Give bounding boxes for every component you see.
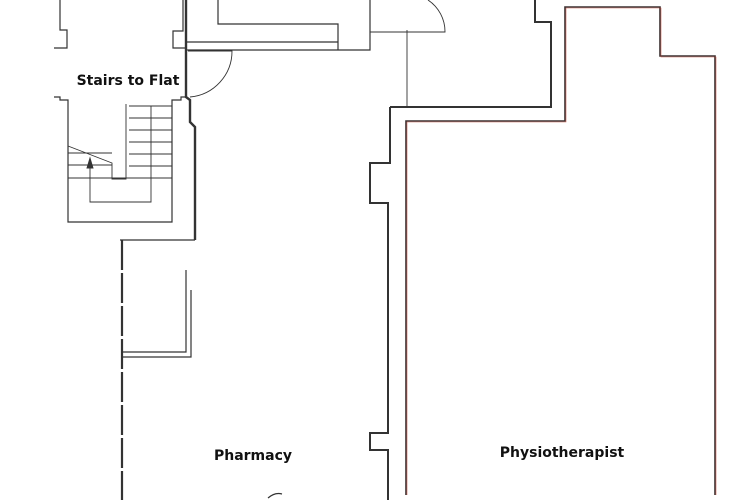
door-swing — [188, 50, 233, 98]
pharmacy-right-wall — [369, 107, 391, 500]
physio-outline-red — [406, 7, 717, 495]
staircase — [67, 104, 172, 203]
door-swing-right — [370, 0, 446, 107]
fixture — [267, 492, 283, 499]
wall-stair-pharmacy — [184, 0, 197, 240]
pharmacy-inner-partition — [123, 270, 192, 358]
room-label-physio: Physiotherapist — [499, 445, 625, 461]
top-box — [217, 0, 339, 50]
room-label-pharmacy: Pharmacy — [213, 448, 293, 464]
back-room-wall — [390, 0, 552, 108]
stair-hall-wall-right — [172, 0, 186, 49]
stair-hall-wall-left — [54, 0, 68, 49]
room-label-stairs: Stairs to Flat — [76, 73, 180, 89]
corridor-wall — [186, 0, 371, 51]
physio-outline — [405, 6, 716, 495]
stair-hall-lower-left — [54, 96, 186, 223]
